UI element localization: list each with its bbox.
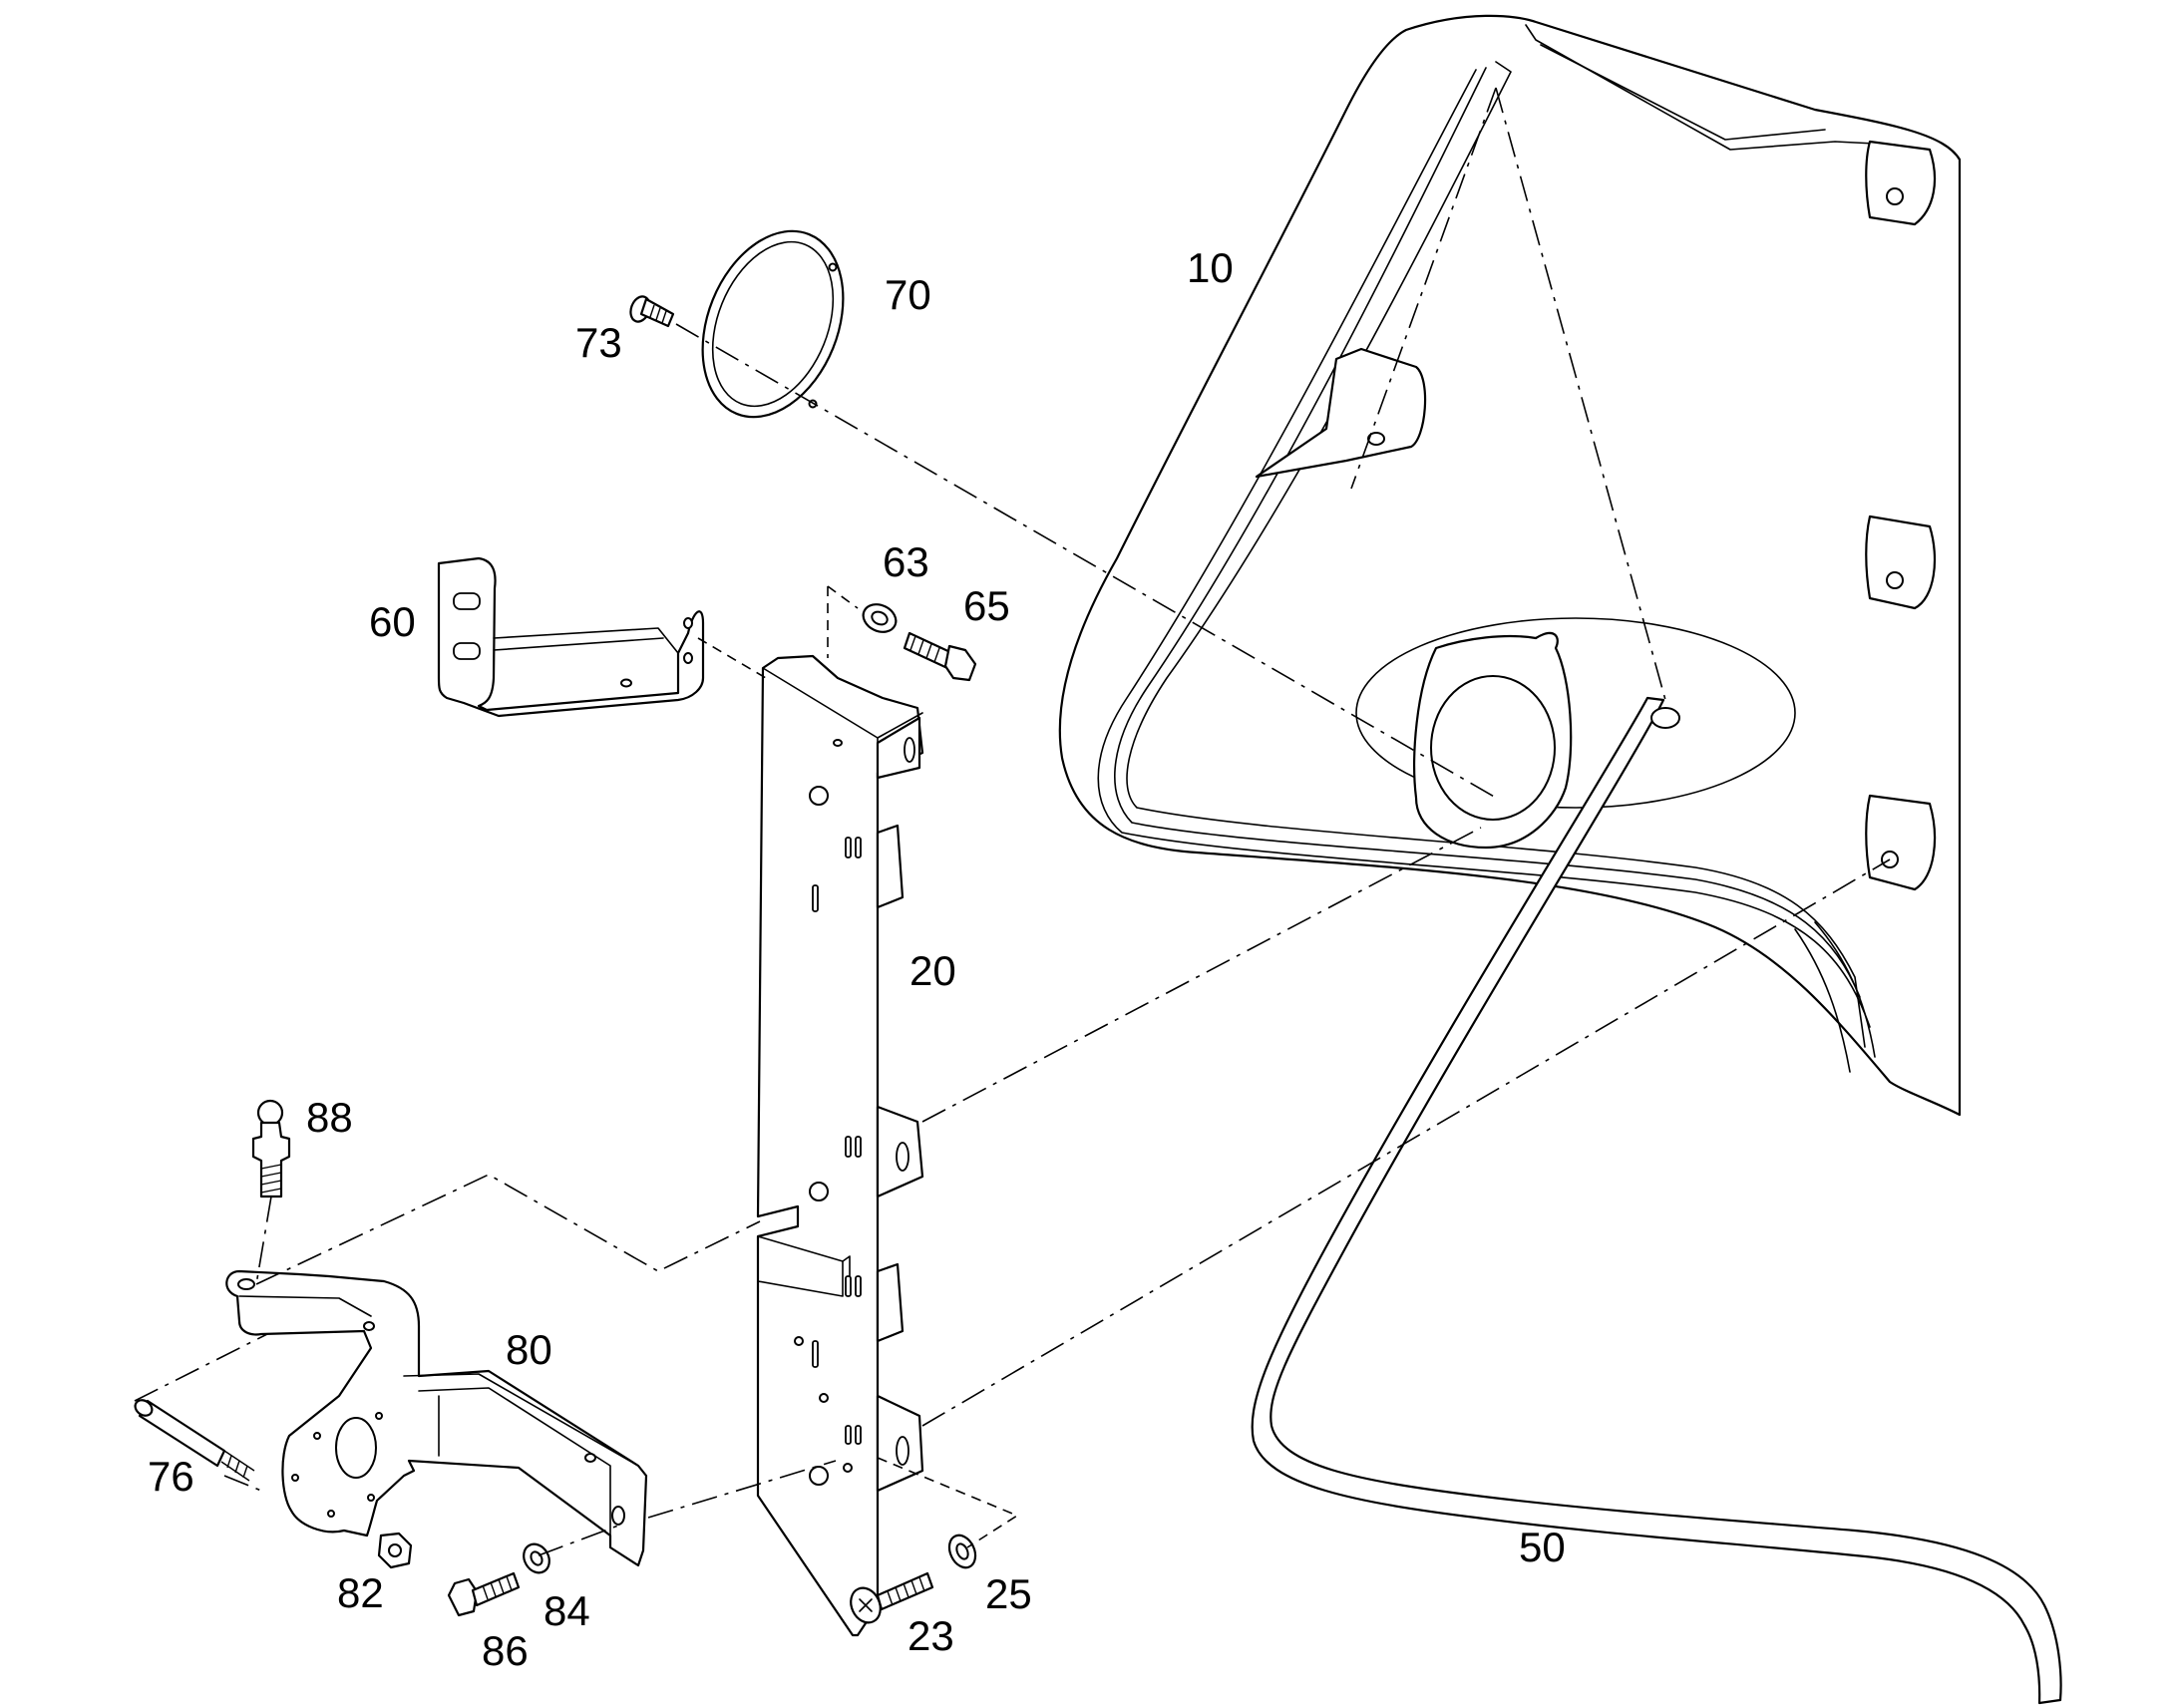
upper-bracket-part-60	[437, 556, 705, 718]
callout-65: 65	[963, 582, 1010, 629]
nut-part-82	[377, 1532, 413, 1569]
vertical-bracket-part-20	[756, 654, 924, 1637]
seal-strip-part-50	[1251, 696, 2062, 1705]
callout-88: 88	[306, 1094, 353, 1141]
callout-25: 25	[985, 1570, 1032, 1617]
bolt-part-65	[903, 631, 977, 682]
washer-part-63	[862, 603, 898, 633]
callout-23: 23	[908, 1612, 954, 1659]
callout-76: 76	[148, 1453, 194, 1500]
callout-63: 63	[883, 538, 929, 585]
washer-part-84	[523, 1542, 550, 1574]
lower-bracket-part-80	[225, 1269, 648, 1567]
callout-73: 73	[575, 319, 622, 366]
assembly-leader-lines	[134, 87, 1891, 1556]
ball-stud-part-88	[251, 1099, 291, 1198]
screw-part-23	[850, 1571, 934, 1624]
callout-70: 70	[885, 271, 931, 318]
screw-part-73	[629, 295, 675, 328]
callout-84: 84	[544, 1587, 590, 1634]
callout-10: 10	[1187, 244, 1234, 291]
pin-part-76	[134, 1399, 255, 1482]
callout-60: 60	[369, 598, 416, 645]
callout-80: 80	[506, 1326, 552, 1373]
bolt-part-86	[447, 1571, 521, 1617]
callout-20: 20	[909, 947, 956, 994]
callout-labels: 10 20 23 25 50 60 63 65 70 73 76 80 82 8…	[148, 244, 1566, 1674]
mirror-housing-part-10	[1058, 14, 1962, 1117]
callout-82: 82	[337, 1569, 384, 1616]
callout-86: 86	[482, 1627, 529, 1674]
callout-50: 50	[1519, 1524, 1566, 1570]
gasket-ring-part-70	[701, 229, 845, 419]
washer-part-25	[947, 1534, 977, 1569]
